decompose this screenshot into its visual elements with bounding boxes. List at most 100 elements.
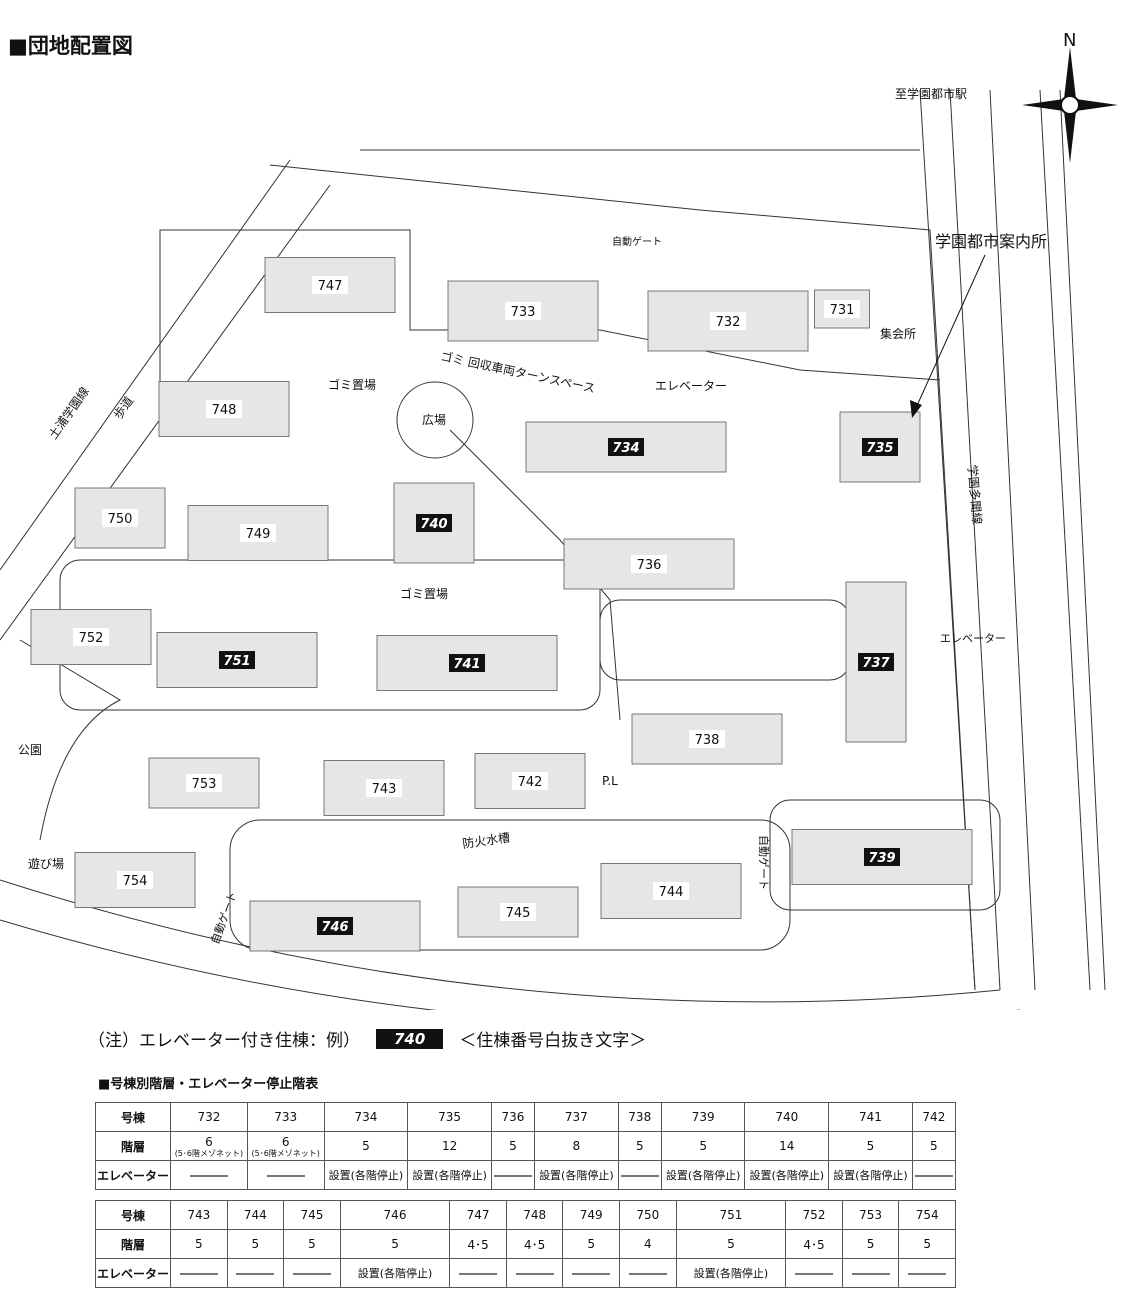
building-number: 739 <box>868 851 895 866</box>
elevator-status: 設置(各階停止) <box>534 1160 619 1190</box>
building-no-text: 752 <box>802 1208 826 1222</box>
none-dash <box>459 1272 498 1275</box>
none-dash <box>189 1174 228 1177</box>
row-header: エレベーター <box>95 1160 171 1190</box>
building-no: 753 <box>841 1200 900 1230</box>
building-no: 737 <box>534 1102 619 1132</box>
elevator-status <box>911 1160 957 1190</box>
building-number: 736 <box>637 558 662 573</box>
building-742: 742 <box>474 753 586 809</box>
elevator-status <box>785 1258 843 1288</box>
building-743: 743 <box>323 760 445 816</box>
building-no-text: 738 <box>628 1110 652 1124</box>
floor-count-text: 5 <box>362 1139 370 1153</box>
floor-count-text: 12 <box>441 1139 458 1153</box>
building-744: 744 <box>600 863 742 919</box>
floor-count-text: 5 <box>727 1237 735 1251</box>
building-no-text: 735 <box>438 1110 462 1124</box>
floor-count: 5 <box>283 1229 341 1259</box>
compass-icon <box>1022 47 1118 163</box>
row-header: 号棟 <box>95 1200 171 1230</box>
row-header-text: 階層 <box>120 1237 145 1252</box>
elevator-status-text: 設置(各階停止) <box>693 1267 769 1280</box>
floor-count-text: 4･5 <box>803 1237 825 1252</box>
building-no: 733 <box>246 1102 325 1132</box>
elevator-status-text: 設置(各階停止) <box>357 1267 433 1280</box>
building-number: 740 <box>420 517 447 532</box>
building-label-box <box>206 400 242 418</box>
floor-count-text: 4･5 <box>467 1237 489 1252</box>
floor-count: 5 <box>675 1229 787 1259</box>
building-number: 742 <box>518 775 543 790</box>
floor-count-text: 5 <box>251 1237 260 1251</box>
building-number: 737 <box>862 656 890 671</box>
building-number: 751 <box>223 654 250 669</box>
elevator-status-text: 設置(各階停止) <box>539 1169 614 1182</box>
building-no-text: 744 <box>243 1208 267 1222</box>
elevator-status <box>617 1160 662 1190</box>
building-number: 735 <box>866 441 893 456</box>
elevator-status <box>449 1258 507 1288</box>
floor-count: 4･5 <box>785 1229 843 1259</box>
note-example-badge: 740 <box>376 1028 444 1049</box>
floor-count: 5 <box>898 1229 956 1259</box>
building-752: 752 <box>30 609 152 665</box>
building-label-box <box>73 628 109 646</box>
playground-label: 遊び場 <box>28 856 64 871</box>
building-no-text: 739 <box>691 1110 715 1124</box>
legend-note: （注）エレベーター付き住棟：例） 740 ＜住棟番号白抜き文字＞ <box>88 1026 646 1051</box>
info-center-label: 学園都市案内所 <box>935 232 1047 251</box>
building-no: 732 <box>170 1102 248 1132</box>
building-number: 743 <box>372 782 397 797</box>
road-name-label: 学園多聞線 <box>965 464 985 525</box>
building-736: 736 <box>563 538 735 590</box>
elevator-status: 設置(各階停止) <box>407 1160 492 1190</box>
building-no: 750 <box>619 1200 677 1230</box>
floor-count: 14 <box>744 1131 830 1161</box>
garbage-area-label: ゴミ置場 <box>400 586 448 601</box>
elevator-status <box>226 1258 285 1288</box>
floor-note: (5･6階メゾネット) <box>174 1148 244 1158</box>
row-header-text: 号棟 <box>120 1110 145 1125</box>
none-dash <box>914 1174 953 1177</box>
building-number: 752 <box>79 631 104 646</box>
floor-count-text: 14 <box>779 1139 795 1153</box>
floor-count-text: 6 <box>205 1134 213 1149</box>
road-name-label: 土浦学園線 <box>45 384 92 442</box>
building-no: 741 <box>828 1102 913 1132</box>
building-no: 752 <box>785 1200 843 1230</box>
building-number: 749 <box>246 527 271 542</box>
row-header: エレベーター <box>95 1258 171 1288</box>
building-731: 731 <box>814 289 870 329</box>
building-no-text: 754 <box>915 1208 939 1222</box>
building-no-text: 750 <box>636 1208 660 1222</box>
row-header-text: エレベーター <box>96 1168 169 1183</box>
plaza-label: 広場 <box>422 413 446 427</box>
building-no: 748 <box>505 1200 564 1230</box>
floor-count: 5 <box>323 1131 409 1161</box>
building-732: 732 <box>647 290 809 352</box>
floor-count-text: 5 <box>509 1139 517 1153</box>
building-737: 737 <box>845 581 907 743</box>
none-dash <box>908 1272 947 1275</box>
building-number: 750 <box>108 512 133 527</box>
building-no-text: 749 <box>579 1208 603 1222</box>
elevator-status-text: 設置(各階停止) <box>328 1169 404 1182</box>
floor-count-text: 5 <box>866 1139 875 1153</box>
building-no-text: 734 <box>354 1110 378 1124</box>
floor-count-text: 4･5 <box>524 1237 546 1252</box>
building-745: 745 <box>457 886 579 938</box>
building-no: 754 <box>898 1200 956 1230</box>
building-number: 738 <box>695 733 720 748</box>
building-no-text: 732 <box>197 1110 221 1124</box>
building-label-box <box>312 276 348 294</box>
building-746: 746 <box>249 900 421 952</box>
north-label: N <box>1063 30 1076 51</box>
floor-count: 6(5･6階メゾネット) <box>246 1131 325 1161</box>
building-label-box <box>366 779 402 797</box>
none-dash <box>628 1272 667 1275</box>
building-label-box <box>500 903 536 921</box>
none-dash <box>236 1272 275 1275</box>
